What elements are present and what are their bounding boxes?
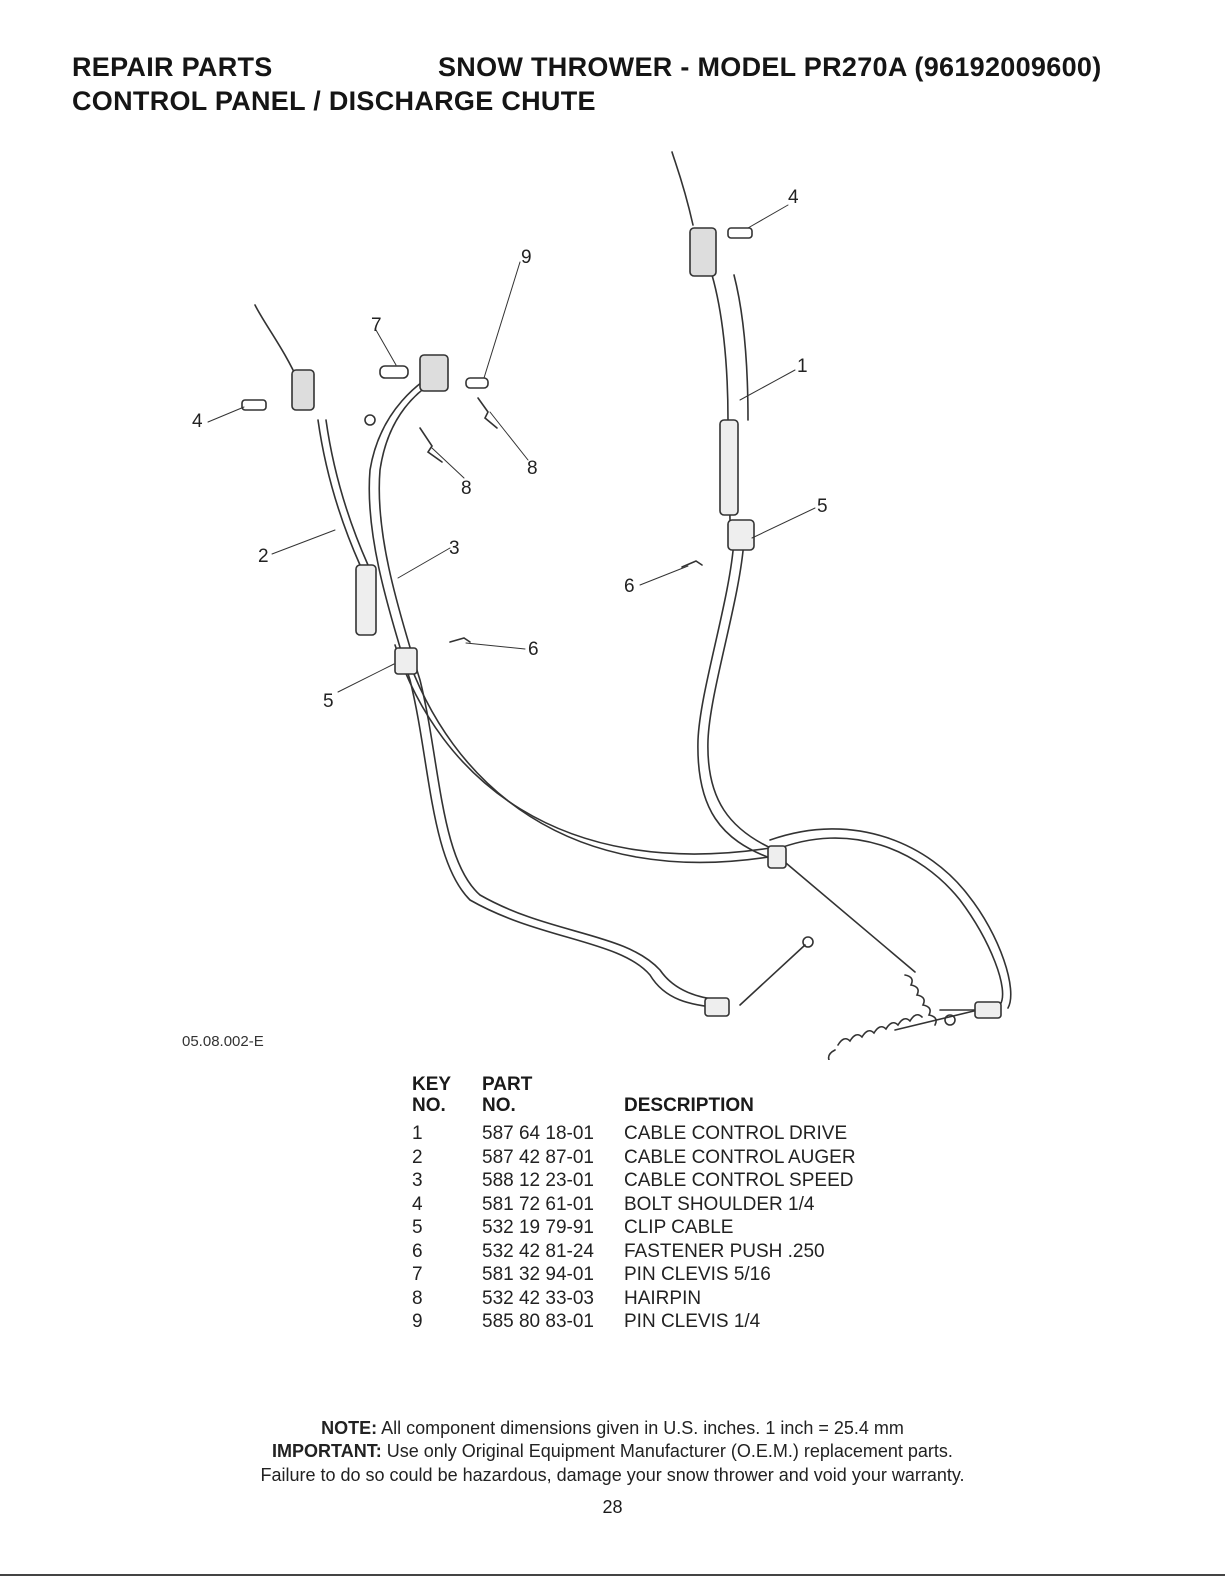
part-description: CLIP CABLE xyxy=(624,1217,734,1238)
push-fastener-left xyxy=(449,637,471,643)
bottom-rule xyxy=(0,1574,1225,1576)
key-no: 9 xyxy=(412,1311,423,1332)
callout-6-right: 6 xyxy=(624,576,635,597)
part-no: 588 12 23-01 xyxy=(482,1170,594,1191)
key-no: 1 xyxy=(412,1123,423,1144)
key-no: 5 xyxy=(412,1217,423,1238)
table-row: 8 532 42 33-03 HAIRPIN xyxy=(412,1287,924,1311)
part-description: HAIRPIN xyxy=(624,1287,702,1309)
cable-control-drive xyxy=(671,151,776,859)
key-no: 3 xyxy=(412,1170,423,1191)
push-fastener-right xyxy=(681,560,703,568)
key-no: 2 xyxy=(412,1146,423,1168)
table-row: 2 587 42 87-01 CABLE CONTROL AUGER xyxy=(412,1146,924,1170)
callout-8-left: 8 xyxy=(461,478,472,499)
callout-4-top: 4 xyxy=(788,187,799,208)
header-repair-parts: REPAIR PARTS xyxy=(72,52,273,82)
table-row: 7 581 32 94-01 PIN CLEVIS 5/16 xyxy=(412,1263,924,1287)
key-no: 7 xyxy=(412,1264,423,1285)
part-no: 587 42 87-01 xyxy=(482,1146,594,1168)
part-no: 532 42 81-24 xyxy=(482,1240,594,1262)
callout-5-left: 5 xyxy=(323,691,334,712)
exploded-parts-diagram: 4 1 5 6 7 9 4 8 8 2 3 6 5 xyxy=(192,151,1012,1060)
part-no: 587 64 18-01 xyxy=(482,1123,594,1144)
spring-lower xyxy=(827,1009,979,1060)
callout-9: 9 xyxy=(521,247,532,268)
part-description: BOLT SHOULDER 1/4 xyxy=(624,1193,815,1215)
hairpin-left xyxy=(419,427,443,463)
table-row: 6 532 42 81-24 FASTENER PUSH .250 xyxy=(412,1240,924,1264)
pin-clevis-5-16 xyxy=(379,365,409,379)
callout-6-left: 6 xyxy=(528,639,539,660)
callout-7: 7 xyxy=(371,315,382,336)
callout-8-right: 8 xyxy=(527,458,538,479)
figure-code: 05.08.002-E xyxy=(182,1033,264,1050)
key-no: 4 xyxy=(412,1193,423,1215)
note-label: NOTE: xyxy=(321,1418,378,1438)
part-description: FASTENER PUSH .250 xyxy=(624,1240,825,1262)
callout-3: 3 xyxy=(449,538,460,559)
spring-upper xyxy=(904,974,956,1026)
header-model: SNOW THROWER - MODEL PR270A (96192009600… xyxy=(438,52,1102,82)
key-no: 8 xyxy=(412,1287,423,1309)
table-row: 3 588 12 23-01 CABLE CONTROL SPEED xyxy=(412,1169,924,1193)
table-row: 5 532 19 79-91 CLIP CABLE xyxy=(412,1216,924,1240)
part-description: PIN CLEVIS 1/4 xyxy=(624,1311,761,1332)
page-number: 28 xyxy=(602,1497,623,1517)
bolt-shoulder-left xyxy=(241,399,267,411)
callout-4-left: 4 xyxy=(192,411,203,432)
bolt-shoulder-top xyxy=(727,227,753,239)
table-row: 1 587 64 18-01 CABLE CONTROL DRIVE xyxy=(412,1122,924,1146)
table-row: 4 581 72 61-01 BOLT SHOULDER 1/4 xyxy=(412,1193,924,1217)
part-no: 532 42 33-03 xyxy=(482,1287,594,1309)
table-row: 9 585 80 83-01 PIN CLEVIS 1/4 xyxy=(412,1310,924,1334)
callout-2: 2 xyxy=(258,546,269,567)
hairpin-right xyxy=(477,397,498,429)
note-important: IMPORTANT: Use only Original Equipment M… xyxy=(0,1441,1225,1462)
note-warning: Failure to do so could be hazardous, dam… xyxy=(260,1465,965,1485)
header-description: DESCRIPTION xyxy=(624,1095,754,1116)
part-description: CABLE CONTROL AUGER xyxy=(624,1146,856,1168)
part-no: 585 80 83-01 xyxy=(482,1311,594,1332)
note-text: All component dimensions given in U.S. i… xyxy=(377,1418,904,1438)
header-section-title: CONTROL PANEL / DISCHARGE CHUTE xyxy=(72,86,596,116)
part-description: PIN CLEVIS 5/16 xyxy=(624,1264,771,1285)
part-no: 532 19 79-91 xyxy=(482,1217,594,1238)
important-label: IMPORTANT: xyxy=(272,1441,382,1461)
cable-control-auger xyxy=(254,304,981,1011)
part-description: CABLE CONTROL DRIVE xyxy=(624,1123,848,1144)
callout-1: 1 xyxy=(797,356,808,377)
pin-clevis-1-4 xyxy=(465,377,489,389)
part-no: 581 32 94-01 xyxy=(482,1264,594,1285)
important-text: Use only Original Equipment Manufacturer… xyxy=(381,1441,953,1461)
note-dimensions: NOTE: All component dimensions given in … xyxy=(0,1418,1225,1439)
key-no: 6 xyxy=(412,1240,423,1262)
part-no: 581 72 61-01 xyxy=(482,1193,594,1215)
part-description: CABLE CONTROL SPEED xyxy=(624,1170,854,1191)
cable-control-speed xyxy=(368,367,1012,1009)
callout-5-right: 5 xyxy=(817,496,828,517)
